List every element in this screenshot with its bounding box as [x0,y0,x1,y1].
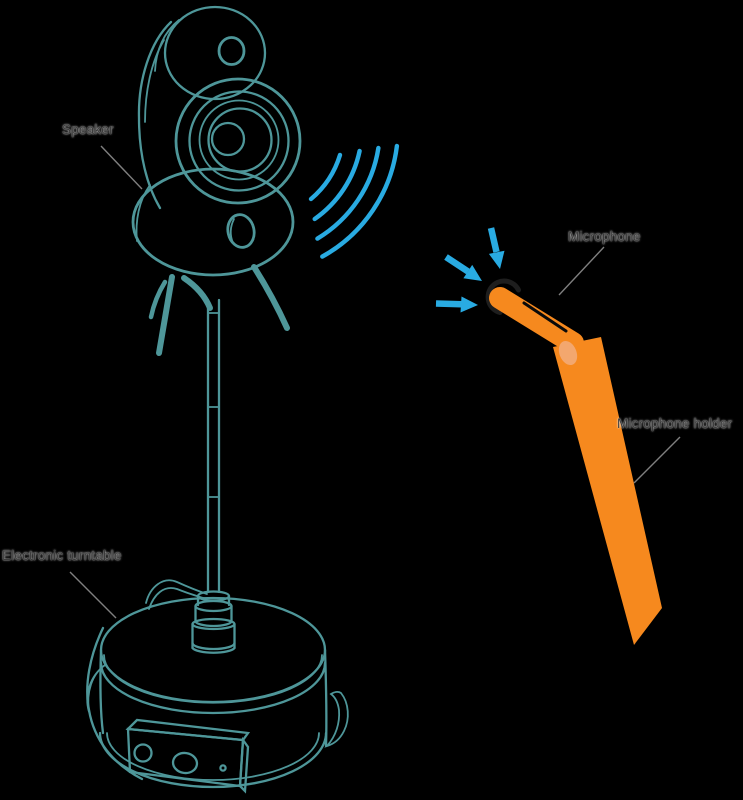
speaker-label: Speaker [62,122,114,137]
microphone-holder-leader-line [633,436,681,484]
leader-lines [69,145,681,619]
microphone-holder-label: Microphone holder [617,416,733,431]
microphone-icon [485,278,521,315]
microphone-holder-shape [489,287,662,645]
electronic-turntable-label: Electronic turntable [2,548,122,563]
microphone-leader-line [558,246,605,296]
microphone-label: Microphone [568,229,641,244]
microphone-and-holder [435,227,662,645]
turntable-leader-line [69,571,117,619]
sound-direction-arrows-icon [435,227,505,313]
sound-waves-icon [308,143,400,259]
speaker-line-art-icon [131,5,302,594]
speaker-leader-line [100,145,143,190]
turntable-line-art-icon [86,579,349,794]
